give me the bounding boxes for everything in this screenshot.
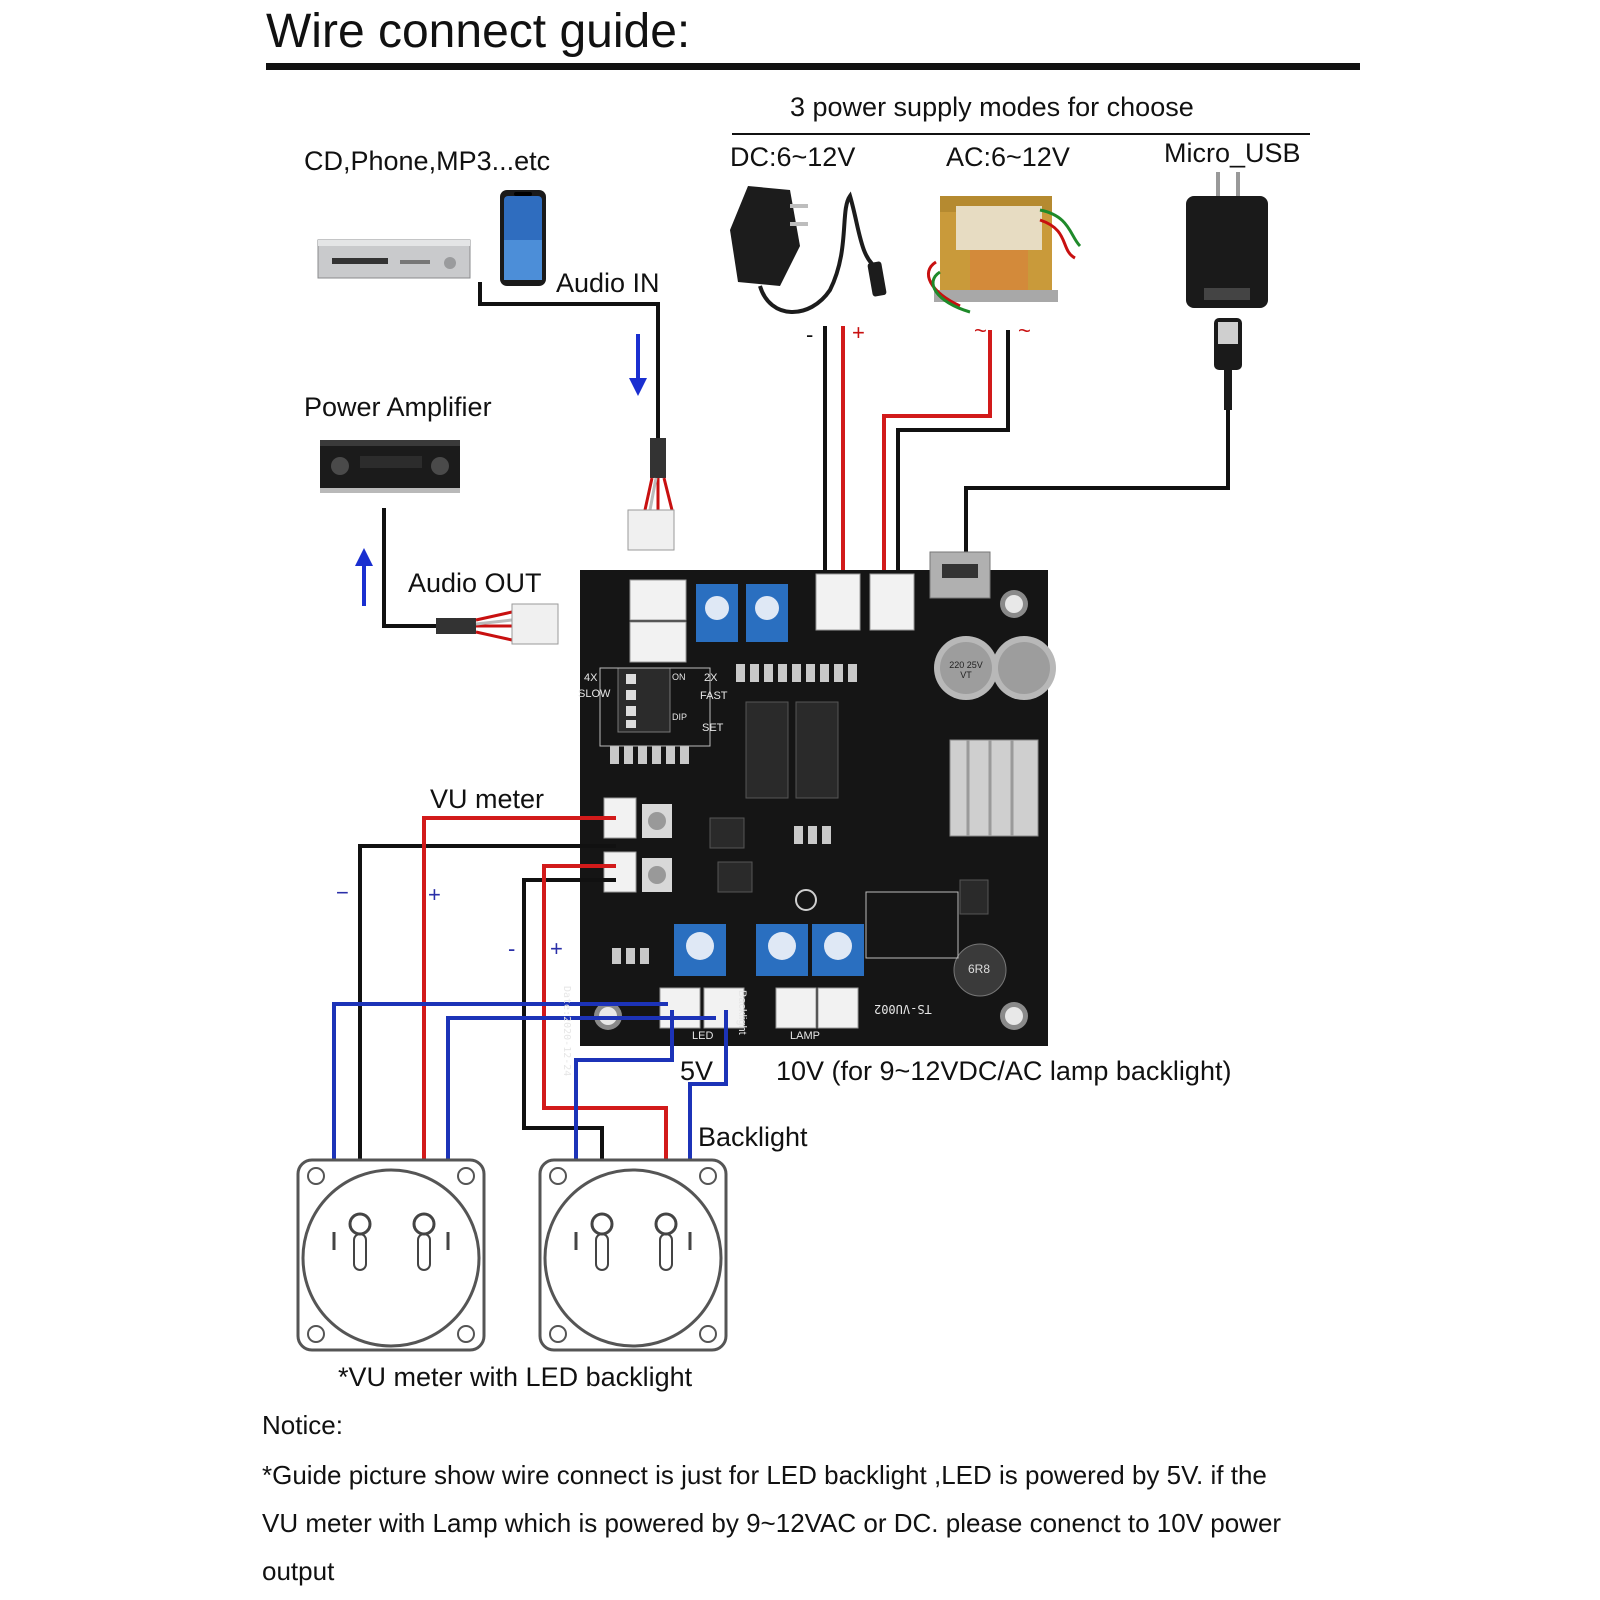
right-meter-plus: +	[550, 936, 563, 961]
notice-line-1: *Guide picture show wire connect is just…	[262, 1460, 1267, 1490]
power-modes-heading: 3 power supply modes for choose	[790, 92, 1194, 122]
usb-power-wire	[964, 410, 1230, 558]
audio-out-label: Audio OUT	[408, 568, 542, 598]
ac-tilde-left: ~	[974, 318, 987, 343]
dc-minus-sign: -	[806, 322, 814, 347]
audio-in-arrow	[629, 334, 647, 396]
pcb-date-silk: Date:2020-12-24	[561, 986, 572, 1077]
usb-charger-icon	[1186, 172, 1268, 410]
power-amplifier-label: Power Amplifier	[304, 392, 492, 422]
pcb-slow-silk: SLOW	[578, 688, 611, 700]
five-volt-label: 5V	[680, 1056, 714, 1086]
power-mode-usb: Micro_USB	[1164, 138, 1301, 168]
pcb-2x-silk: 2X	[704, 672, 718, 684]
pcb-dip-silk: DIP	[672, 712, 688, 722]
power-mode-ac: AC:6~12V	[946, 142, 1070, 172]
cd-player-icon	[317, 239, 471, 279]
audio-out-cable	[382, 508, 559, 645]
vu-meter-label: VU meter	[430, 784, 545, 814]
pcb-set-silk: SET	[702, 722, 724, 734]
notice-heading: Notice:	[262, 1410, 343, 1440]
backlight-label: Backlight	[698, 1122, 808, 1152]
dc-power-wires	[823, 326, 845, 572]
dc-plus-sign: +	[852, 320, 865, 345]
audio-in-cable	[478, 282, 675, 551]
audio-source-label: CD,Phone,MP3...etc	[304, 146, 551, 176]
title-underline	[266, 63, 1360, 70]
ten-volt-label: 10V (for 9~12VDC/AC lamp backlight)	[776, 1056, 1232, 1086]
vu-driver-pcb	[580, 551, 1056, 1046]
left-meter-minus: −	[336, 880, 349, 905]
transformer-icon	[926, 196, 1082, 314]
pcb-fast-silk: FAST	[700, 690, 728, 702]
notice-line-3: output	[262, 1556, 335, 1586]
audio-out-arrow	[355, 548, 373, 606]
smartphone-icon	[500, 190, 546, 286]
audio-in-label: Audio IN	[556, 268, 660, 298]
power-mode-dc: DC:6~12V	[730, 142, 856, 172]
ac-power-wires	[882, 330, 1010, 572]
pcb-backlight-silk: Backlight	[736, 990, 748, 1035]
ac-tilde-right: ~	[1018, 318, 1031, 343]
pcb-on-silk: ON	[672, 672, 686, 682]
left-meter-plus: +	[428, 882, 441, 907]
notice-line-2: VU meter with Lamp which is powered by 9…	[262, 1508, 1282, 1538]
power-amplifier-icon	[320, 440, 460, 493]
pcb-model-silk: TS-VU002	[874, 1002, 932, 1016]
pcb-inductor-silk: 6R8	[968, 962, 991, 976]
right-meter-minus: -	[508, 936, 516, 961]
pcb-led-silk: LED	[692, 1030, 714, 1042]
pcb-4x-silk: 4X	[584, 672, 598, 684]
vu-meter-caption: *VU meter with LED backlight	[338, 1362, 693, 1392]
pcb-lamp-silk: LAMP	[790, 1030, 820, 1042]
dc-adapter-icon	[730, 186, 887, 314]
vu-meter-left	[296, 1158, 486, 1352]
pcb-capacitor-silk: 220 25V VT	[949, 660, 983, 680]
vu-meter-right	[538, 1158, 728, 1352]
page-title: Wire connect guide:	[266, 5, 691, 58]
